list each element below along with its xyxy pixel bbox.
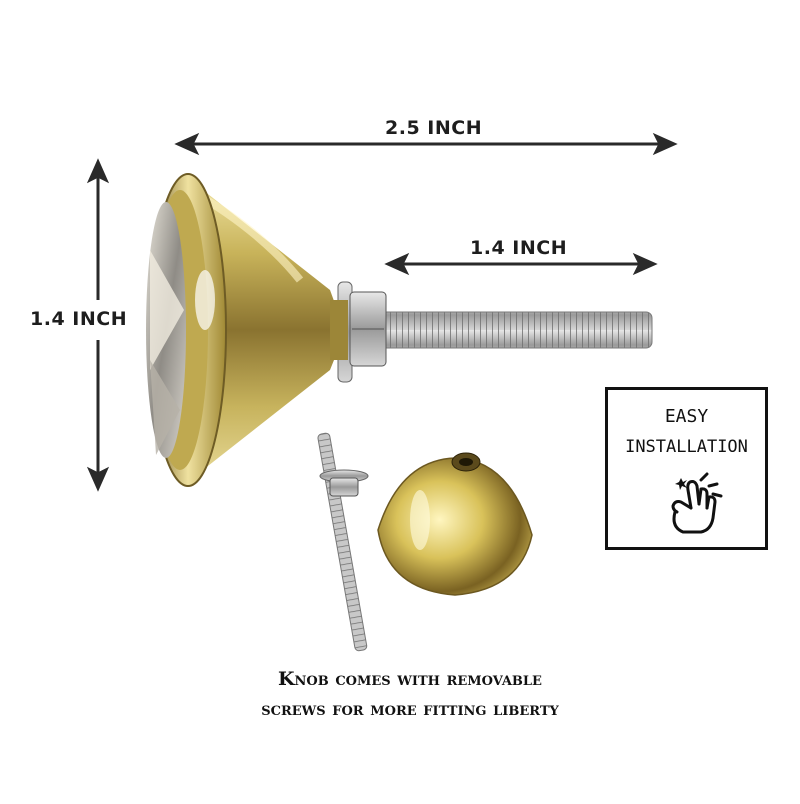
- hand-snap-icon: [671, 472, 723, 534]
- screw-length-arrow: [384, 252, 658, 276]
- height-label: 1.4 INCH: [30, 308, 128, 330]
- screw-length-label: 1.4 INCH: [470, 237, 568, 259]
- badge-title: EASY: [664, 406, 709, 427]
- caption-line-1: Knob comes with removable: [278, 668, 542, 690]
- brass-knob: [146, 173, 348, 487]
- threaded-rod: [379, 311, 653, 349]
- caption-line-2: screws for more fitting liberty: [261, 698, 559, 720]
- easy-installation-badge: EASY INSTALLATION: [605, 387, 768, 550]
- badge-subtitle: INSTALLATION: [625, 437, 748, 457]
- height-arrow: [86, 158, 110, 492]
- width-label: 2.5 INCH: [385, 117, 483, 139]
- product-caption: Knob comes with removable screws for mor…: [200, 664, 620, 724]
- dome-cap: [377, 452, 533, 596]
- width-arrow: [174, 132, 678, 156]
- loose-screw: [317, 432, 369, 652]
